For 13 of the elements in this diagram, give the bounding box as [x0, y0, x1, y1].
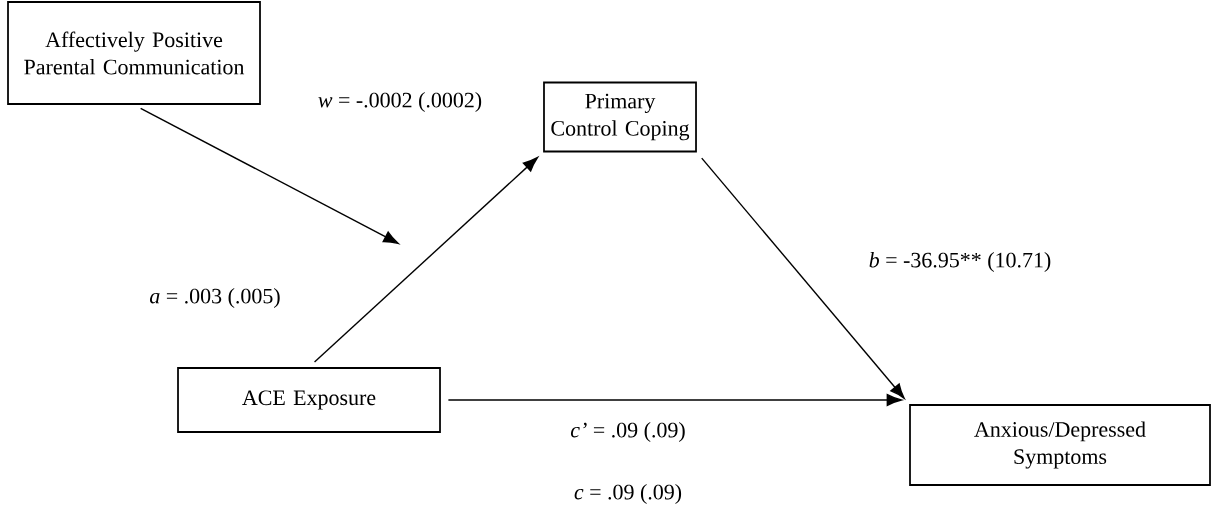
process-box: Anxious/Depressed Symptoms [909, 404, 1211, 486]
edge-label: c’ = .09 (.09) [568, 420, 688, 444]
edge-label: a = .003 (.005) [147, 286, 283, 310]
arrow [139, 107, 399, 245]
arrow [701, 157, 905, 399]
process-box: Primary Control Coping [543, 81, 697, 153]
process-box: Affectively Positive Parental Communication [7, 1, 261, 105]
path-label: c = .09 (.09) [574, 484, 682, 504]
edge-label: b = -36.95** (10.71) [866, 250, 1054, 274]
edge-label: w = -.0002 (.0002) [316, 90, 484, 114]
arrow [447, 394, 902, 406]
process-box: ACE Exposure [177, 367, 441, 433]
arrow [313, 157, 538, 363]
